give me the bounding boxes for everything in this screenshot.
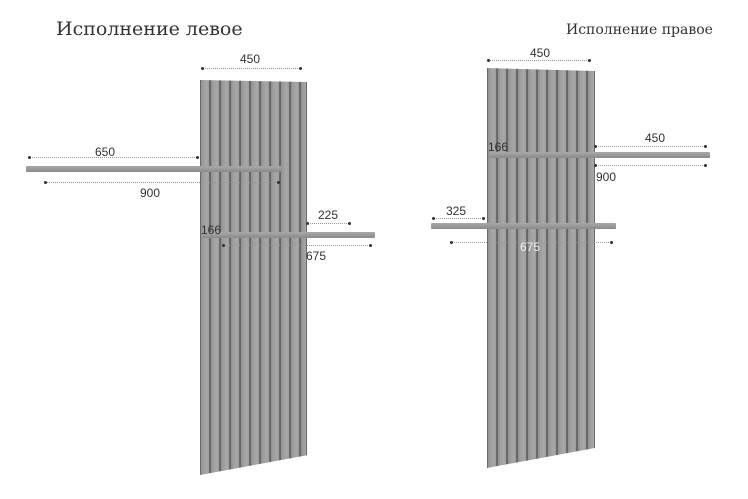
left-lower-right-label: 225 [318,208,339,222]
right-config-title: Исполнение правое [566,22,713,38]
right-lower-left-label: 325 [446,204,467,218]
left-upper-shelf [26,166,281,172]
right-panel-width-dimline [487,59,591,62]
left-lower-right-dimline [306,222,351,225]
left-upper-overhang-label: 650 [95,145,116,159]
right-lower-left-dimline [432,217,485,220]
right-panel-width-label: 450 [530,46,551,60]
right-slatted-panel [487,68,595,468]
left-config-title: Исполнение левое [56,18,243,40]
right-upper-total-dimline [594,164,707,167]
right-lower-total-dimline [450,241,613,244]
right-upper-right-dimline [594,145,707,148]
left-upper-shelf-overhang-dimline [28,156,199,159]
left-upper-shelf-total-dimline [44,181,280,184]
left-lower-shelf [203,232,375,238]
right-lower-total-label: 675 [520,240,541,254]
left-slatted-panel [200,80,307,475]
left-upper-total-label: 900 [140,186,161,200]
right-upper-total-label: 900 [596,170,617,184]
right-upper-right-label: 450 [645,131,666,145]
left-lower-total-dimline [222,244,372,247]
right-lower-shelf [431,223,616,229]
left-panel-width-label: 450 [240,52,261,66]
left-panel-width-dimline [201,67,302,70]
left-lower-total-label: 675 [306,249,327,263]
right-upper-shelf [490,152,710,158]
left-lower-offset-label: 166 [201,223,222,237]
right-upper-offset-label: 166 [488,140,509,154]
